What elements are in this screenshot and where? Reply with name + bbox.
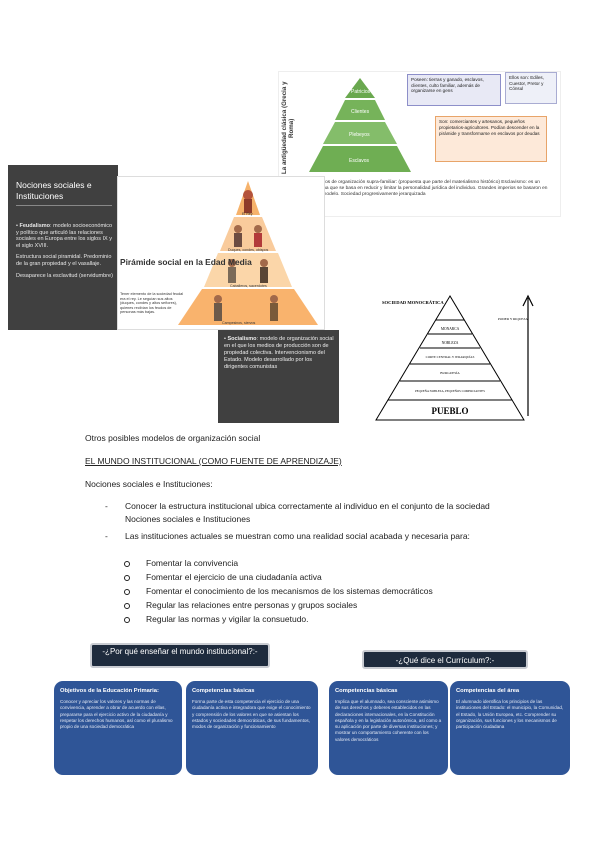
card-objetivos-body: Conocer y apreciar los valores y las nor… [60, 699, 173, 730]
card-competencias-2-head: Competencias básicas [335, 688, 398, 694]
sub-bullet-5-text: Regular las normas y vigilar la consuetu… [146, 614, 309, 624]
bullet-icon [124, 603, 130, 609]
dash-bullet-2-text: Las instituciones actuales se muestran c… [125, 531, 470, 541]
socialism-slide: • Socialismo: modelo de organización soc… [218, 330, 339, 423]
feudal-title: Pirámide social en la Edad Media [120, 257, 252, 267]
monarchy-title: SOCIEDAD MONOCRÁTICA [382, 300, 444, 305]
grey-slide-divider [16, 205, 112, 206]
card-competencias-area-body: El alumnado identifica los principios de… [456, 699, 564, 730]
card-competencias-1-body: Forma parte de esta competencia el ejerc… [192, 699, 311, 730]
section-heading: EL MUNDO INSTITUCIONAL (COMO FUENTE DE A… [85, 456, 342, 466]
greece-vertical-title: La antigüedad clásica (Grecia y Roma) [281, 81, 295, 175]
sub-bullet-4: Regular las relaciones entre personas y … [124, 600, 357, 610]
card-objetivos-head: Objetivos de la Educación Primaria: [60, 688, 159, 694]
card-competencias-1-head: Competencias básicas [192, 688, 255, 694]
feudalismo-label: Feudalismo [19, 223, 51, 229]
feudal-level-4: Campesinos, siervos [222, 321, 256, 325]
feudal-level-3: Caballeros, sacerdotes [230, 284, 267, 288]
grey-slide-title: Nociones sociales e Instituciones [16, 180, 92, 201]
nociones-label: Nociones sociales e Instituciones: [85, 479, 213, 489]
dash-bullet-2: - Las instituciones actuales se muestran… [105, 530, 525, 543]
grey-slide-nociones: Nociones sociales e Instituciones • Feud… [8, 165, 118, 330]
card-objetivos: Objetivos de la Educación Primaria: Cono… [54, 681, 182, 775]
bullet-icon [124, 561, 130, 567]
card-competencias-2-body: Implica que el alumnado, sea consciente … [335, 699, 442, 742]
sub-bullet-2: Fomentar el ejercicio de una ciudadanía … [124, 572, 322, 582]
monarchy-level-1: MONARCA [441, 327, 460, 331]
sub-bullet-3-text: Fomentar el conocimiento de los mecanism… [146, 586, 433, 596]
socialism-body: • Socialismo: modelo de organización soc… [224, 336, 334, 370]
feudal-pyramid-graphic: El Rey Duques, condes, obispos Caballero… [178, 181, 318, 325]
feudal-level-2: Duques, condes, obispos [228, 248, 269, 252]
sub-bullet-2-text: Fomentar el ejercicio de una ciudadanía … [146, 572, 322, 582]
card-competencias-area: Competencias del área El alumnado identi… [450, 681, 570, 775]
monarchy-level-6: PUEBLO [431, 406, 468, 416]
sub-bullet-1: Fomentar la convivencia [124, 558, 238, 568]
monarchy-pyramid-graphic: SOCIEDAD MONOCRÁTICA MONARCA NOBLEZA COR… [375, 294, 534, 421]
grey-slide-body: • Feudalismo: modelo socioeconómico y po… [16, 223, 116, 284]
banner-curriculum: -¿Qué dice el Currículum?:- [362, 650, 528, 669]
socialism-label: Socialismo [227, 336, 257, 342]
monarchy-level-2: NOBLEZA [442, 341, 459, 345]
greece-level-2: Clientes [351, 109, 370, 115]
sub-bullet-1-text: Fomentar la convivencia [146, 558, 239, 568]
monarchy-level-4: BURGUESÍA [440, 370, 460, 375]
desaparece-text: Desaparece la esclavitud (servidumbre) [16, 272, 113, 279]
banner-why-teach: -¿Por qué enseñar el mundo institucional… [90, 643, 270, 668]
card-competencias-1: Competencias básicas Forma parte de esta… [186, 681, 318, 775]
greece-footer-text: Modelos de organización supra-familiar: … [312, 180, 548, 197]
sub-bullet-3: Fomentar el conocimiento de los mecanism… [124, 586, 433, 596]
greece-level-3: Plebeyos [349, 132, 370, 138]
dash-bullet-1: - Conocer la estructura institucional ub… [105, 500, 525, 526]
greece-box-poseen: Poseen: tierras y ganado, esclavos, clie… [407, 74, 501, 106]
feudal-level-1: El Rey [242, 212, 253, 216]
greece-box-son: Son: comerciantes y artesanos, pequeños … [435, 116, 547, 162]
monarchy-level-5: PEQUEÑA NOBLEZA, PEQUEÑOS COMERCIANTES [415, 388, 485, 394]
card-competencias-area-head: Competencias del área [456, 688, 520, 694]
dash-bullet-1-text: Conocer la estructura institucional ubic… [125, 501, 490, 524]
bullet-icon [124, 575, 130, 581]
greece-pyramid-graphic: Patricios Clientes Plebeyos Esclavos [309, 78, 411, 172]
feudal-text: Tener elemento de la sociedad feudal era… [120, 292, 184, 315]
sub-bullet-4-text: Regular las relaciones entre personas y … [146, 600, 358, 610]
bullet-icon [124, 589, 130, 595]
feudal-pyramid-panel: El Rey Duques, condes, obispos Caballero… [118, 177, 324, 329]
socialism-text: : modelo de organización social en el qu… [224, 336, 334, 370]
monarchy-arrow-label: PODER Y RIQUEZA [498, 317, 528, 321]
sub-bullet-5: Regular las normas y vigilar la consuetu… [124, 614, 309, 624]
greece-rome-pyramid-panel: La antigüedad clásica (Grecia y Roma) Pa… [279, 72, 560, 216]
otros-modelos-text: Otros posibles modelos de organización s… [85, 433, 261, 443]
greece-box-ellos: Ellos son: Ediles, Cuestor, Pretor y Cón… [505, 72, 557, 104]
greece-level-1: Patricios [351, 89, 371, 95]
monarchy-pyramid-panel: SOCIEDAD MONOCRÁTICA MONARCA NOBLEZA COR… [370, 288, 540, 424]
feudalismo-text: : modelo socioeconómico y político que a… [16, 223, 113, 249]
monarchy-level-3: CORTE CENTRAL Y JERARQUÍAS [426, 354, 475, 359]
card-competencias-2: Competencias básicas Implica que el alum… [329, 681, 448, 775]
greece-level-4: Esclavos [349, 158, 370, 164]
bullet-icon [124, 617, 130, 623]
estructura-text: Estructura social piramidal. Predominio … [16, 254, 112, 267]
